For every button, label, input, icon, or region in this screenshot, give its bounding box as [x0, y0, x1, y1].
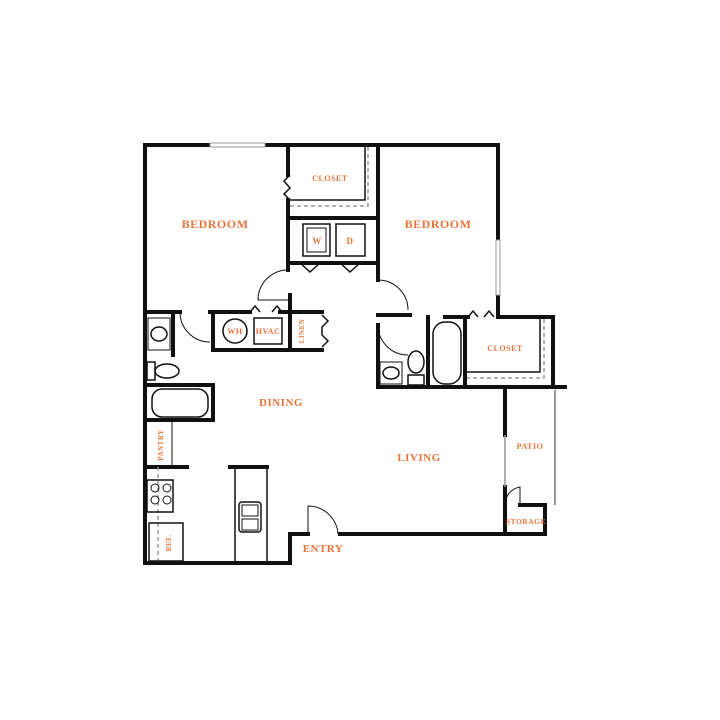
windows: [209, 142, 556, 505]
doors: [179, 174, 521, 535]
washer-label: W: [312, 236, 322, 246]
storage-label: STORAGE: [506, 517, 546, 526]
hvac-label: HVAC: [256, 327, 281, 336]
fixtures: [146, 223, 462, 564]
dryer-label: D: [347, 236, 354, 246]
closet-1-label: CLOSET: [312, 174, 348, 183]
patio-label: PATIO: [517, 442, 544, 451]
linen-label: LINEN: [298, 319, 306, 344]
closet-2-label: CLOSET: [487, 344, 523, 353]
walls: [143, 143, 567, 565]
water-heater-label: WH: [227, 327, 243, 336]
living-label: LIVING: [397, 452, 440, 464]
entry-label: ENTRY: [303, 543, 344, 555]
bedroom-1-label: BEDROOM: [182, 217, 249, 231]
bedroom-2-label: BEDROOM: [405, 217, 472, 231]
dining-label: DINING: [259, 397, 303, 409]
refrigerator-label: REF.: [165, 534, 173, 551]
pantry-label: PANTRY: [157, 429, 165, 460]
